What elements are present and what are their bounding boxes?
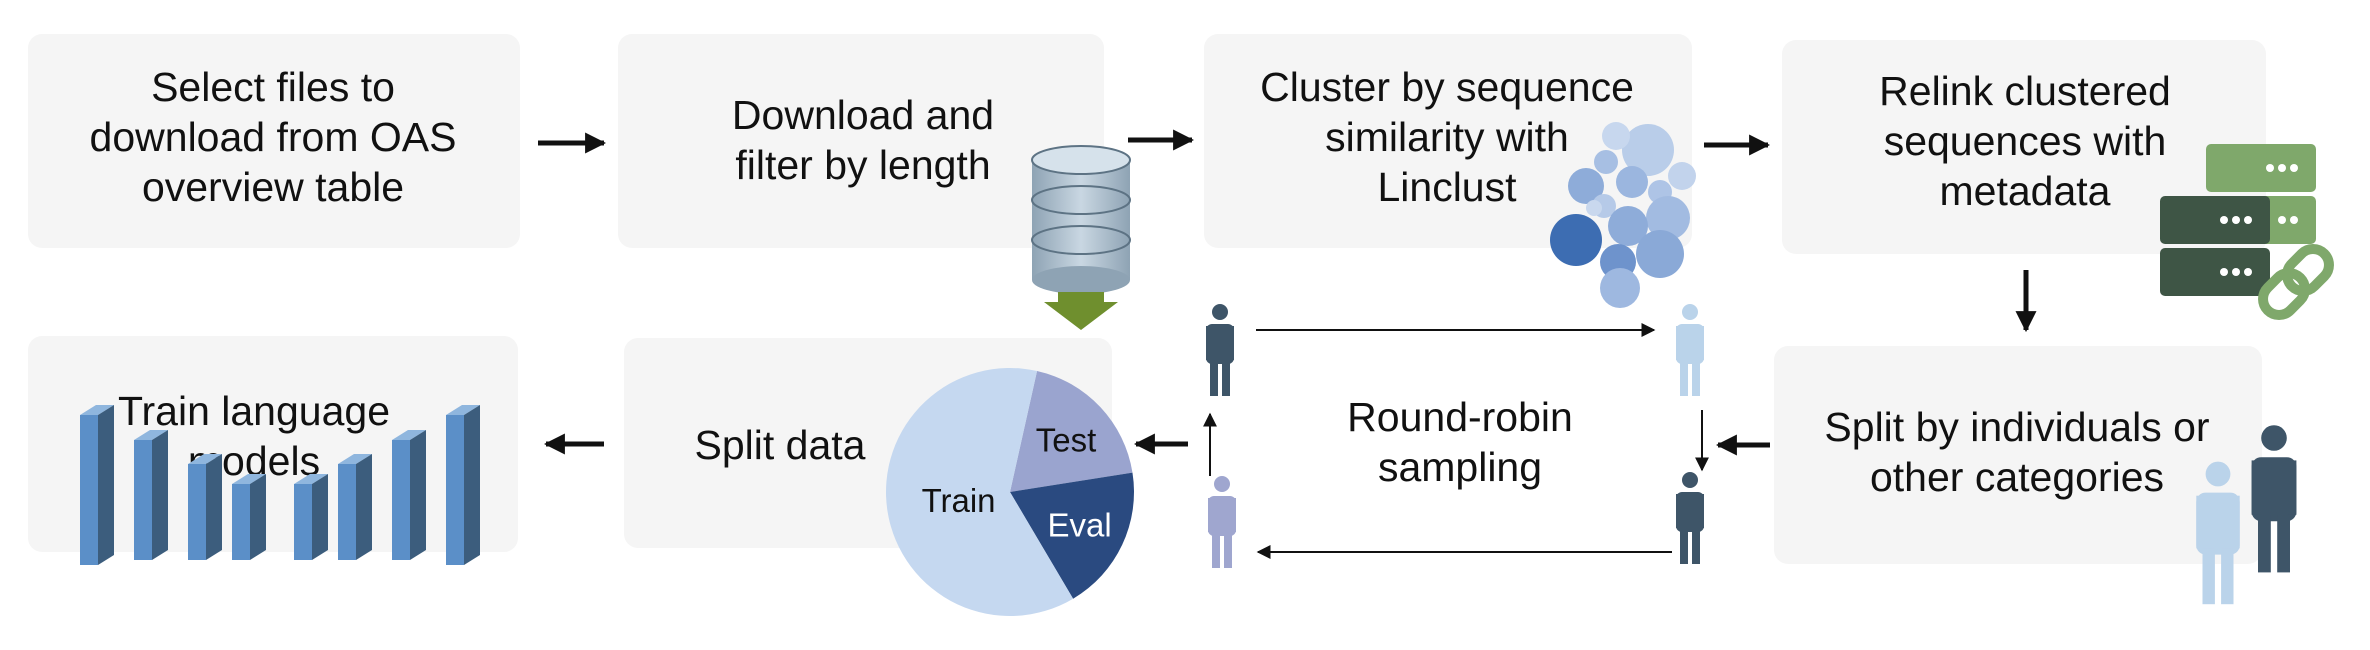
layer-bar-face	[446, 415, 464, 565]
layer-bar-top	[446, 405, 480, 415]
layer-bar-face	[188, 464, 206, 560]
step-label-download: Download and filter by length	[628, 90, 1098, 190]
label-line: Linclust	[1377, 164, 1517, 210]
label-line: download from OAS	[89, 114, 457, 160]
label-line: similarity with	[1325, 114, 1569, 160]
layer-bar-top	[338, 454, 372, 464]
layer-bar-top	[188, 454, 222, 464]
server-link-icon	[2160, 144, 2334, 320]
label-line: overview table	[141, 164, 405, 210]
layer-bar-side	[250, 474, 266, 560]
person-icon-top-left	[1206, 304, 1234, 396]
label-line: sequences with	[1883, 118, 2167, 164]
step-box-split-individuals	[1774, 346, 2262, 564]
layer-bar-side	[206, 454, 222, 560]
pie-slice-test	[1010, 370, 1133, 492]
layer-bar-side	[410, 430, 426, 560]
layer-bar-top	[80, 405, 114, 415]
layer-bar-side	[152, 430, 168, 560]
label-line: Relink clustered	[1879, 68, 2171, 114]
step-label-select: Select files to download from OAS overvi…	[38, 62, 508, 212]
person-icon-bottom-right	[1676, 472, 1704, 564]
label-line: Download and	[731, 92, 995, 138]
step-box-download	[618, 34, 1104, 248]
pie-slice-eval	[1010, 472, 1134, 599]
step-label-relink: Relink clustered sequences with metadata	[1790, 66, 2260, 216]
layer-bar-face	[232, 484, 250, 560]
person-icon-dark-large	[2251, 425, 2297, 573]
step-label-split-individuals: Split by individuals or other categories	[1782, 402, 2252, 502]
pie-label-train: Train	[922, 482, 996, 519]
pie-label-eval: Eval	[1047, 507, 1111, 544]
layer-bar-top	[134, 430, 168, 440]
layer-bar-face	[338, 464, 356, 560]
neural-network-layers-icon	[80, 405, 480, 565]
layer-bar-top	[294, 474, 328, 484]
label-line: Split by individuals or	[1824, 404, 2210, 450]
label-line: Round-robin	[1347, 394, 1573, 440]
person-icon-top-right	[1676, 304, 1704, 396]
label-line: Select files to	[151, 64, 395, 110]
step-label-split-data: Split data	[660, 420, 900, 470]
person-icon-bottom-left	[1208, 476, 1236, 568]
label-line: Train language	[117, 388, 390, 434]
step-label-cluster: Cluster by sequence similarity with Linc…	[1212, 62, 1682, 212]
label-line: sampling	[1377, 444, 1543, 490]
label-line: metadata	[1939, 168, 2111, 214]
label-line: other categories	[1869, 454, 2164, 500]
database-icon	[1031, 145, 1131, 330]
pie-slice-train	[885, 367, 1074, 616]
layer-bar-top	[232, 474, 266, 484]
step-box-select	[28, 34, 520, 248]
layer-bar-side	[356, 454, 372, 560]
layer-bar-top	[392, 430, 426, 440]
layer-bar-side	[312, 474, 328, 560]
layer-bar-face	[80, 415, 98, 565]
cluster-bubbles-icon	[1550, 122, 1696, 308]
step-label-round-robin: Round-robin sampling	[1270, 392, 1650, 492]
label-line: Cluster by sequence	[1260, 64, 1634, 110]
person-icon-light-large	[2196, 461, 2240, 605]
layer-bar-side	[464, 405, 480, 565]
label-line: Split data	[694, 422, 866, 468]
pie-label-test: Test	[1036, 421, 1097, 458]
label-line: filter by length	[735, 142, 991, 188]
layer-bar-face	[392, 440, 410, 560]
layer-bar-face	[294, 484, 312, 560]
layer-bar-face	[134, 440, 152, 560]
layer-bar-side	[98, 405, 114, 565]
